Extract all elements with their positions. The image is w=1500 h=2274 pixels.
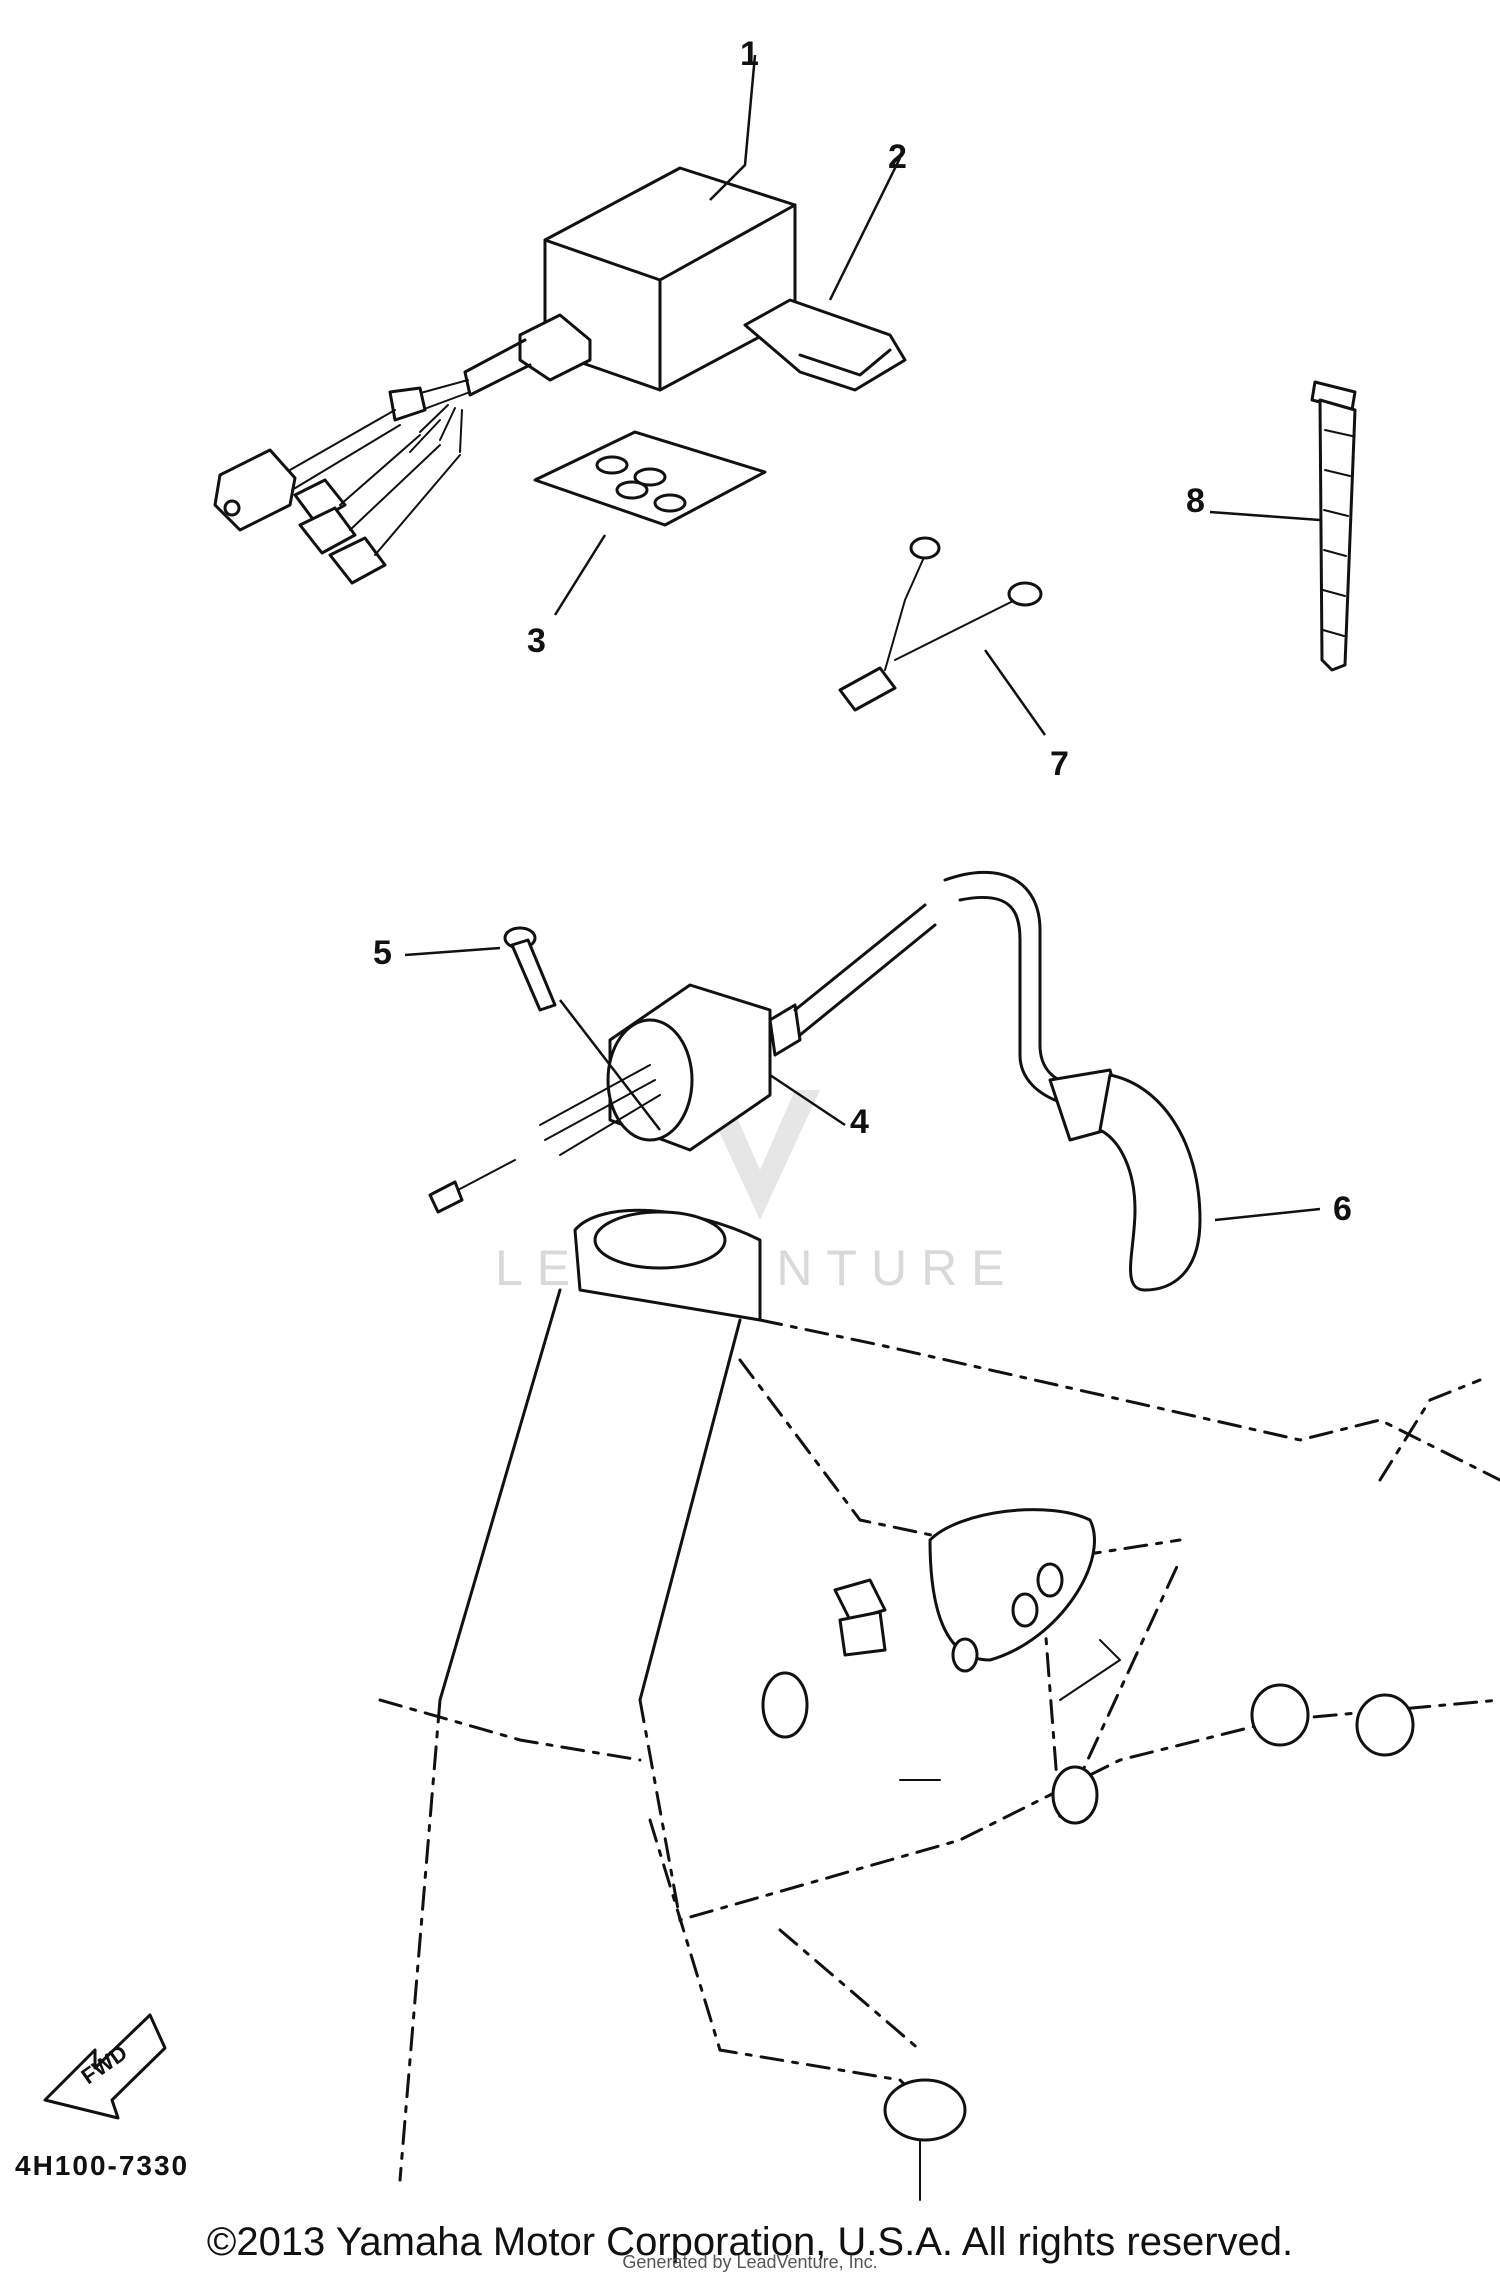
part-8-cable-tie[interactable] [1310, 380, 1357, 672]
copyright-text: ©2013 Yamaha Motor Corporation, U.S.A. A… [206, 2220, 1294, 2264]
part-4-ignition-coil[interactable] [428, 870, 1072, 1214]
part-1-cdi-unit[interactable] [213, 166, 797, 585]
part-2-bracket[interactable] [743, 298, 907, 392]
part-3-damper-plate[interactable] [533, 430, 767, 527]
callout-6: 6 [1333, 1190, 1352, 1228]
callout-5: 5 [373, 934, 392, 972]
callout-2: 2 [888, 138, 907, 176]
callout-1: 1 [740, 35, 759, 73]
callout-4: 4 [850, 1103, 869, 1141]
callout-8: 8 [1186, 482, 1205, 520]
part-code: 4H100-7330 [15, 2150, 189, 2181]
callouts: 1 2 3 4 5 6 7 8 [373, 35, 1352, 1228]
leader-lines [404, 54, 1321, 1222]
generated-by-text: Generated by LeadVenture, Inc. [622, 2252, 878, 2272]
fwd-arrow-icon: FWD [43, 2013, 167, 2120]
callout-7: 7 [1050, 745, 1069, 783]
part-7-ground-lead[interactable] [838, 536, 1043, 712]
part-6-plug-cap[interactable] [1048, 1068, 1202, 1292]
part-5-bolt[interactable] [503, 926, 557, 1012]
frame-outline [378, 1208, 1500, 2201]
callout-3: 3 [527, 622, 546, 660]
